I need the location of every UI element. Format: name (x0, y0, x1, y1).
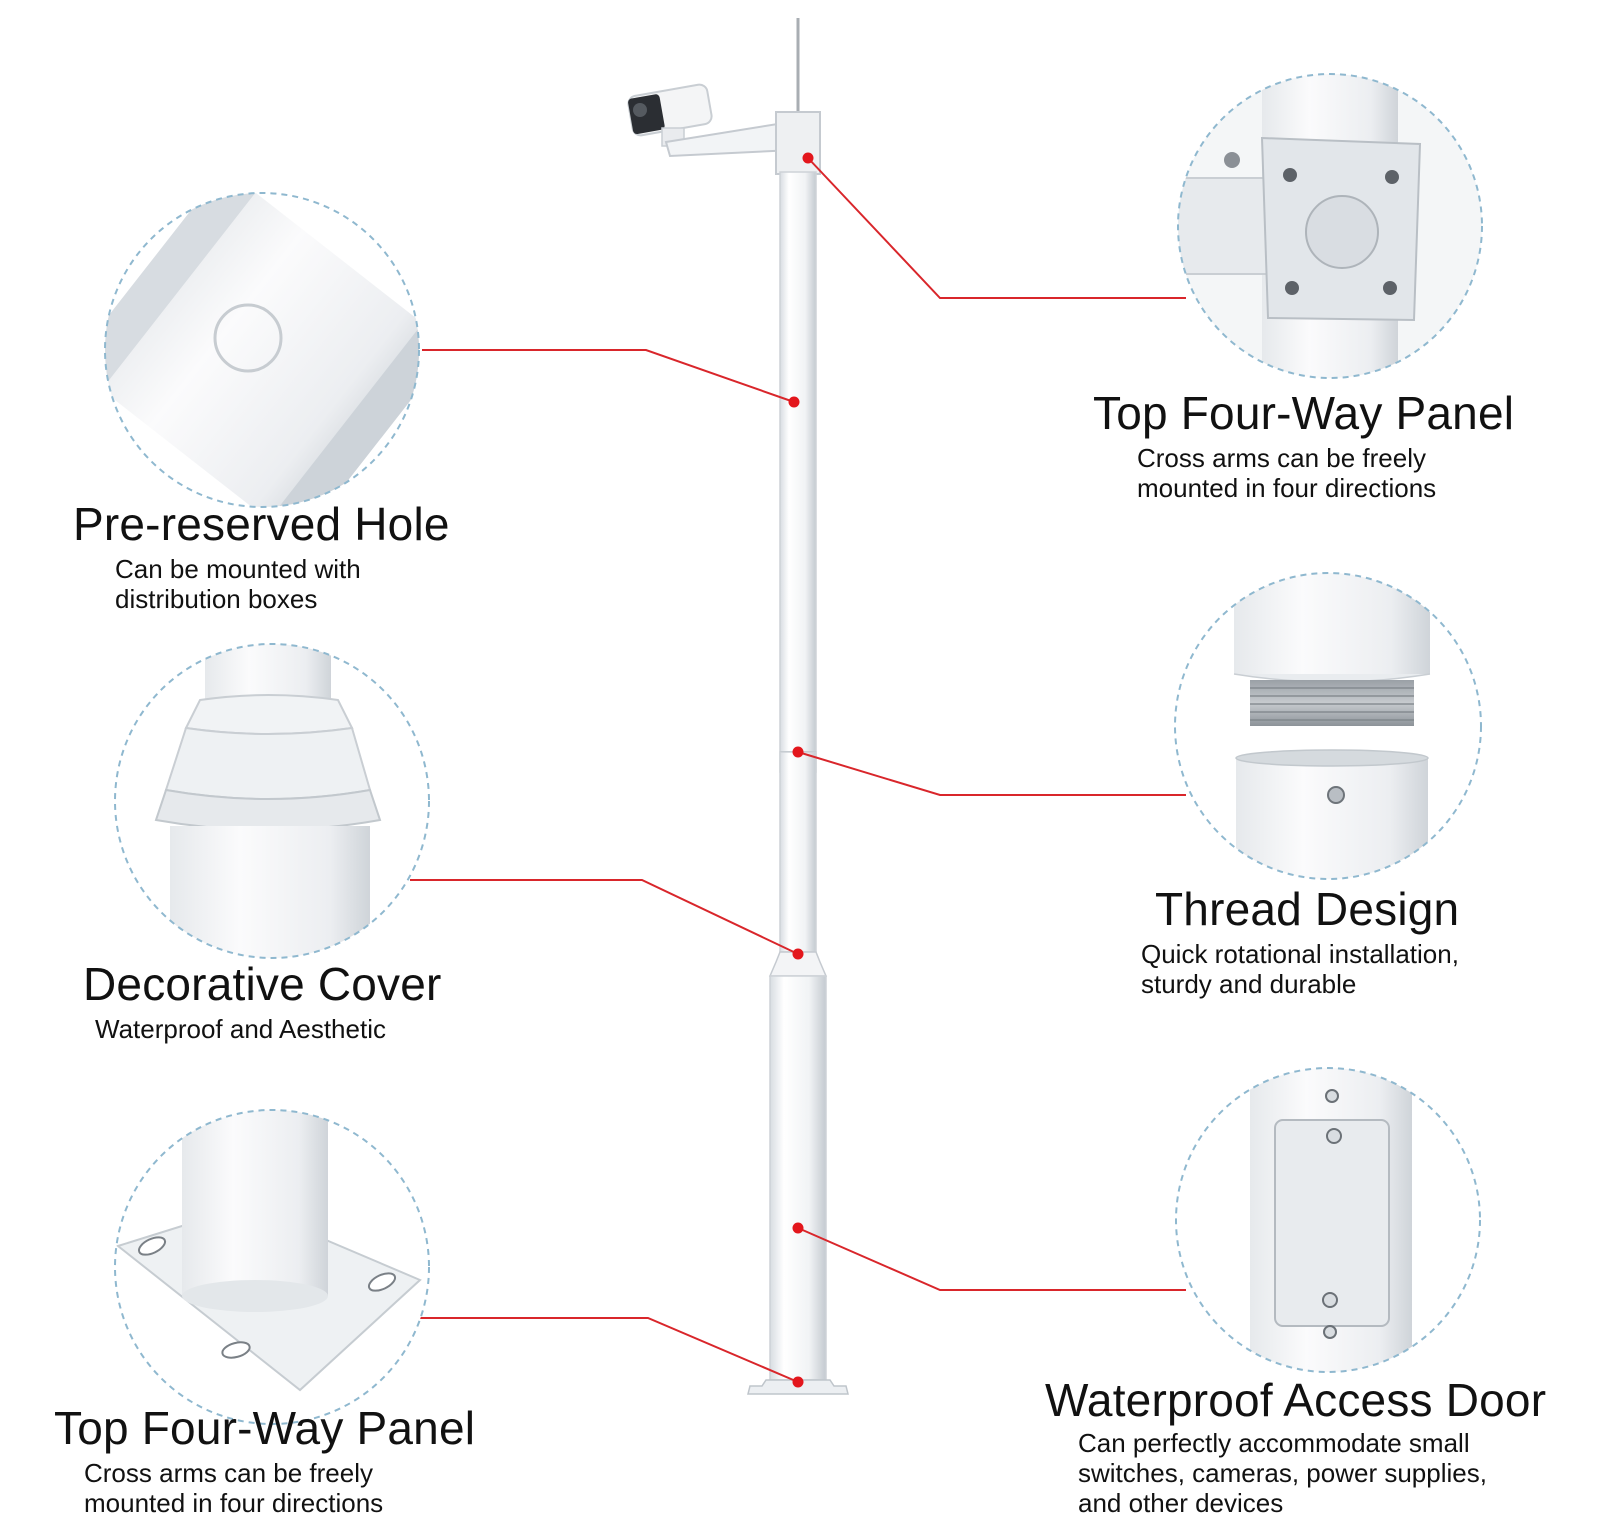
feature-description-line: distribution boxes (115, 584, 318, 614)
feature-title: Top Four-Way Panel (54, 1402, 476, 1454)
feature-decorative-cover: Decorative Cover Waterproof and Aestheti… (83, 958, 442, 1044)
main-pole (627, 18, 849, 1395)
feature-top-four-way-panel-right: Top Four-Way Panel Cross arms can be fre… (1093, 387, 1514, 503)
feature-thread-design: Thread Design Quick rotational installat… (1141, 883, 1460, 999)
detail-thread-design (1174, 572, 1482, 880)
security-camera (627, 83, 713, 147)
feature-description: Waterproof and Aesthetic (95, 1014, 442, 1044)
feature-waterproof-access-door: Waterproof Access Door Can perfectly acc… (1045, 1374, 1546, 1518)
leader-line-hole (422, 349, 795, 403)
feature-description-line: Cross arms can be freely (84, 1458, 373, 1488)
leader-line-base (416, 1317, 799, 1383)
feature-description-line: sturdy and durable (1141, 969, 1357, 999)
feature-title: Thread Design (1155, 883, 1460, 935)
marker-dot (802, 152, 814, 164)
feature-title: Top Four-Way Panel (1093, 387, 1515, 439)
feature-description-line: Can perfectly accommodate small (1078, 1428, 1470, 1458)
feature-top-four-way-panel-left: Top Four-Way Panel Cross arms can be fre… (54, 1402, 475, 1518)
marker-dot (788, 396, 800, 408)
feature-description: Can be mounted with distribution boxes (115, 554, 450, 614)
detail-decorative-cover (114, 643, 430, 959)
leader-line-door (797, 1227, 1186, 1291)
leader-line-cover (410, 879, 799, 955)
feature-pre-reserved-hole: Pre-reserved Hole Can be mounted with di… (73, 498, 450, 614)
feature-description-line: Waterproof and Aesthetic (95, 1014, 386, 1044)
detail-base-plate (114, 1109, 430, 1425)
marker-dot (792, 1222, 804, 1234)
marker-dot (792, 1376, 804, 1388)
leader-line-thread (797, 751, 1186, 796)
leader-line-top-panel (807, 157, 1186, 299)
feature-description: Can perfectly accommodate small switches… (1078, 1428, 1546, 1518)
feature-description: Cross arms can be freely mounted in four… (84, 1458, 475, 1518)
marker-dots (788, 152, 814, 1388)
feature-description-line: mounted in four directions (84, 1488, 384, 1518)
leader-lines (410, 157, 1186, 1383)
feature-description-line: Can be mounted with (115, 554, 361, 584)
feature-title: Waterproof Access Door (1045, 1374, 1547, 1426)
detail-top-panel (1177, 73, 1483, 379)
feature-description-line: Cross arms can be freely (1137, 443, 1426, 473)
detail-pre-reserved-hole (104, 192, 420, 508)
feature-title: Pre-reserved Hole (73, 498, 450, 550)
marker-dot (792, 948, 804, 960)
marker-dot (792, 746, 804, 758)
feature-description-line: mounted in four directions (1137, 473, 1437, 503)
detail-access-door (1175, 1067, 1481, 1373)
feature-title: Decorative Cover (83, 958, 442, 1010)
feature-description-line: Quick rotational installation, (1141, 939, 1459, 969)
feature-description: Quick rotational installation, sturdy an… (1141, 939, 1459, 999)
feature-description: Cross arms can be freely mounted in four… (1137, 443, 1514, 503)
feature-description-line: switches, cameras, power supplies, (1078, 1458, 1487, 1488)
feature-description-line: and other devices (1078, 1488, 1284, 1518)
